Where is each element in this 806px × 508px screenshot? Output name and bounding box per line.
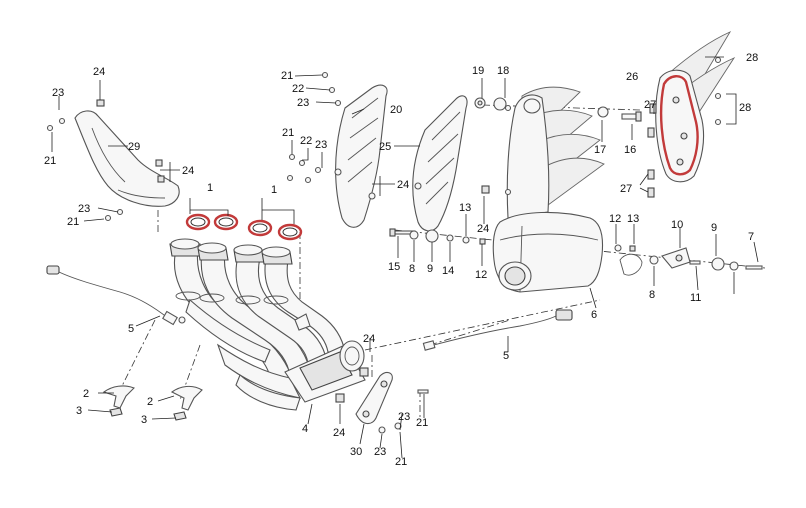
callout-22: 22 (292, 83, 304, 95)
callout-2: 2 (83, 388, 89, 400)
callout-3: 3 (76, 405, 82, 417)
oxygen-sensor-right (422, 309, 573, 351)
callout-21: 21 (67, 216, 79, 228)
callout-13: 13 (627, 213, 639, 225)
callout-8: 8 (649, 289, 655, 301)
callout-27: 27 (644, 99, 656, 111)
callout-22: 22 (300, 135, 312, 147)
exhaust-header-assembly (169, 238, 366, 411)
muffler-mount-hardware-top (474, 97, 642, 122)
callout-numbers: 1 1 2 2 3 3 4 5 5 6 7 8 8 9 9 10 11 12 1… (44, 52, 758, 468)
callout-13: 13 (459, 202, 471, 214)
callout-10: 10 (671, 219, 683, 231)
callout-2: 2 (147, 396, 153, 408)
muffler-mount-hardware-left (389, 228, 486, 245)
callout-23: 23 (78, 203, 90, 215)
callout-24: 24 (363, 333, 375, 345)
oxygen-sensor-left (46, 265, 186, 326)
callout-5: 5 (503, 350, 509, 362)
callout-25: 25 (379, 141, 391, 153)
callout-14: 14 (442, 265, 454, 277)
callout-21: 21 (395, 456, 407, 468)
callout-28: 28 (739, 102, 751, 114)
exhaust-gaskets (185, 213, 303, 241)
callout-23: 23 (297, 97, 309, 109)
callout-17: 17 (594, 144, 606, 156)
callout-26: 26 (626, 71, 638, 83)
callout-11: 11 (690, 292, 701, 304)
callout-6: 6 (591, 309, 597, 321)
callout-7: 7 (748, 231, 754, 243)
callout-21: 21 (281, 70, 293, 82)
leader-lines (51, 56, 759, 459)
heat-shield-20 (286, 71, 388, 228)
callout-16: 16 (624, 144, 636, 156)
callout-4: 4 (302, 423, 308, 435)
callout-21: 21 (282, 127, 294, 139)
callout-28: 28 (746, 52, 758, 64)
callout-8: 8 (409, 263, 415, 275)
callout-24: 24 (333, 427, 345, 439)
callout-9: 9 (427, 263, 433, 275)
callout-3: 3 (141, 414, 147, 426)
hanger-bracket-right (170, 385, 203, 421)
callout-24: 24 (397, 179, 409, 191)
callout-23: 23 (398, 411, 410, 423)
callout-12: 12 (475, 269, 487, 281)
callout-9: 9 (711, 222, 717, 234)
callout-27: 27 (620, 183, 632, 195)
heat-shield-25 (412, 95, 490, 232)
callout-18: 18 (497, 65, 509, 77)
callout-5: 5 (128, 323, 134, 335)
callout-23: 23 (374, 446, 386, 458)
heat-shield-29 (46, 99, 180, 222)
callout-1: 1 (271, 184, 277, 196)
muffler-mount-hardware-right (614, 244, 763, 271)
mounting-bracket-30 (335, 367, 429, 434)
callout-23: 23 (52, 87, 64, 99)
callout-19: 19 (472, 65, 484, 77)
callout-15: 15 (388, 261, 400, 273)
callout-23: 23 (315, 139, 327, 151)
callout-29: 29 (128, 141, 140, 153)
callout-24: 24 (182, 165, 194, 177)
callout-12: 12 (609, 213, 621, 225)
callout-30: 30 (350, 446, 362, 458)
hanger-bracket-left (102, 385, 135, 417)
callout-24: 24 (477, 223, 489, 235)
callout-21: 21 (44, 155, 56, 167)
heat-shield-26 (647, 31, 736, 198)
callout-21: 21 (416, 417, 428, 429)
callout-20: 20 (390, 104, 402, 116)
callout-24: 24 (93, 66, 105, 78)
callout-1: 1 (207, 182, 213, 194)
